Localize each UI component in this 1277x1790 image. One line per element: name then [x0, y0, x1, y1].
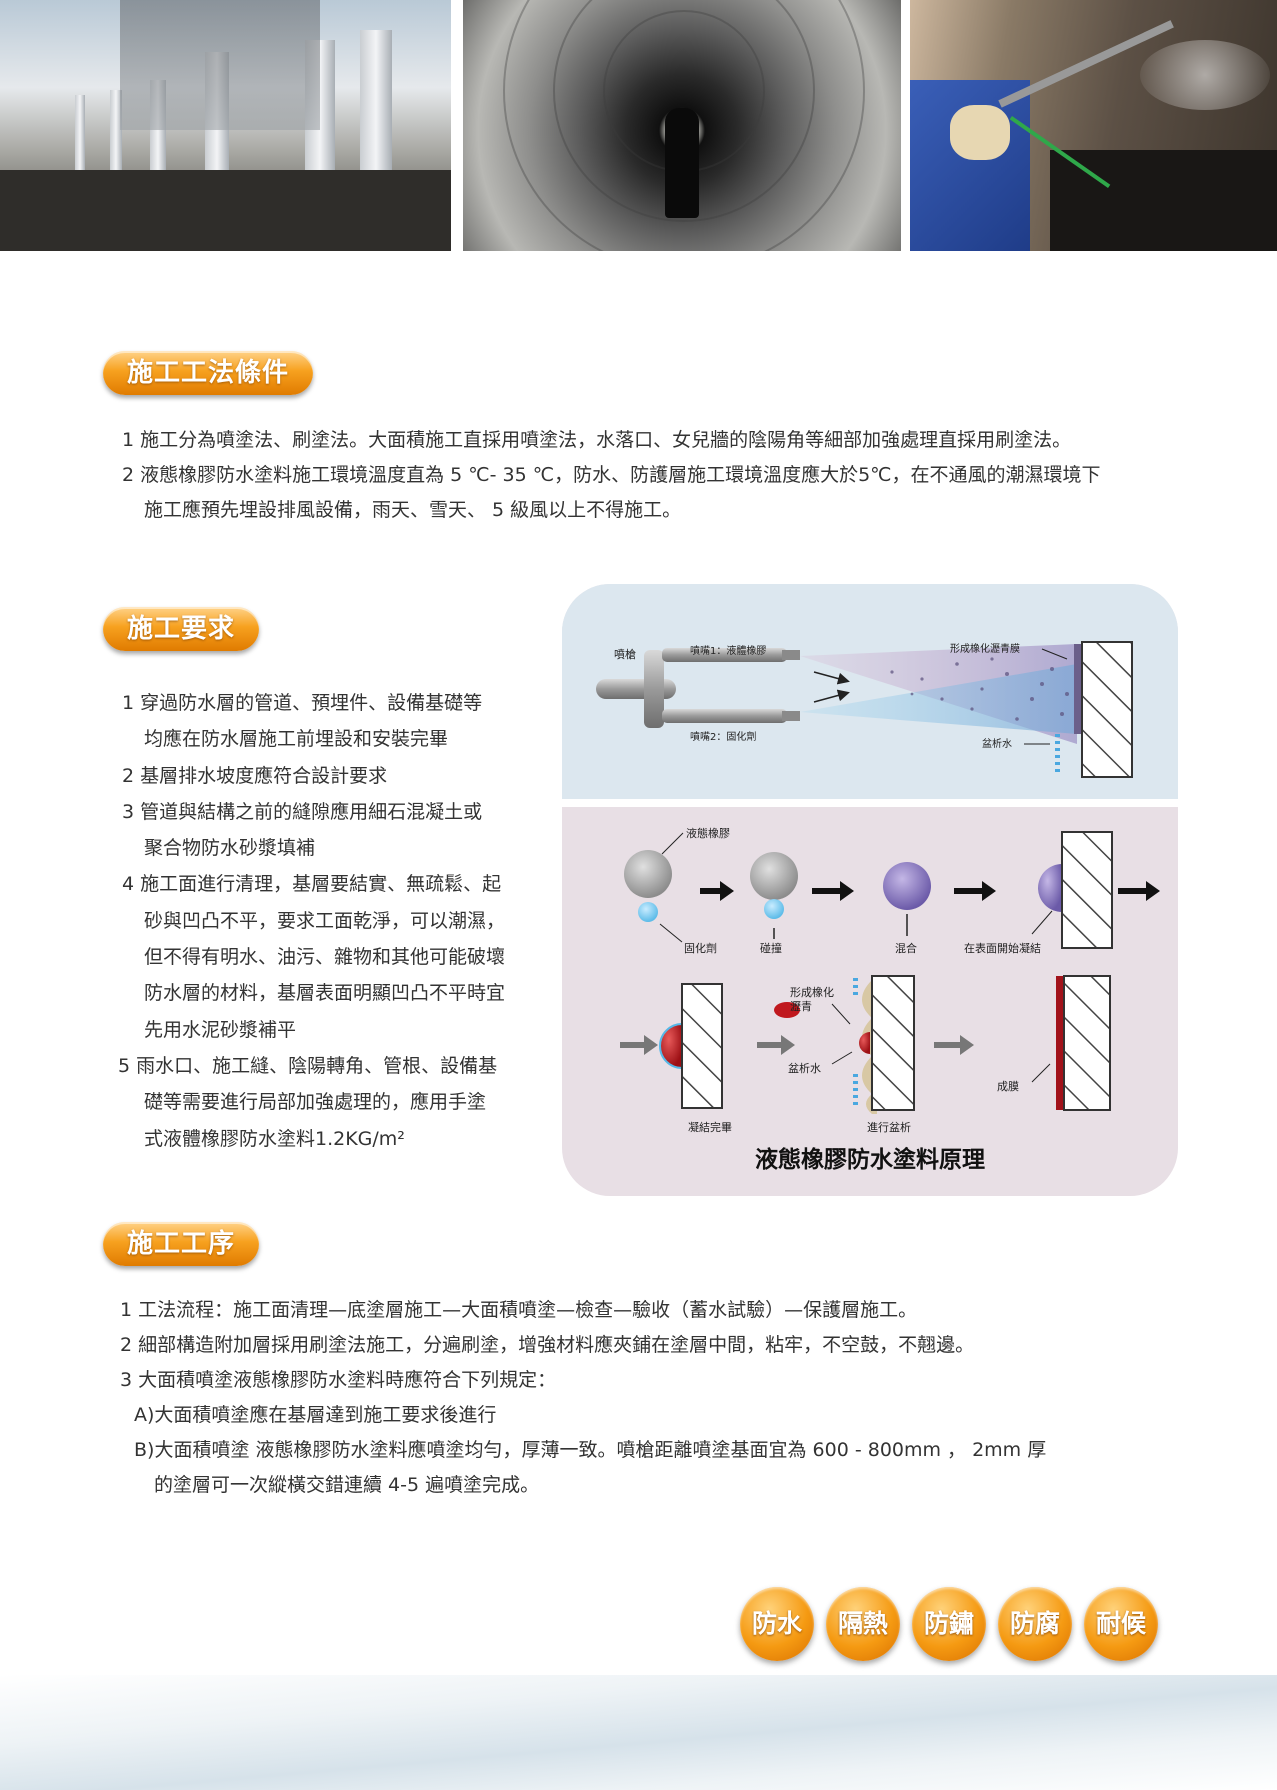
tag-weather-resistant: 耐候 — [1084, 1587, 1158, 1661]
tag-anti-rust: 防鏽 — [912, 1587, 986, 1661]
principle-diagram: 噴槍 噴嘴1：液體橡膠 噴嘴2：固化劑 形成橡化瀝青膜 盆析水 液態橡膠 固化劑… — [562, 584, 1178, 1196]
process-line-1: 1 工法流程：施工面清理—底塗層施工—大面積噴塗—檢查—驗收（蓄水試驗）—保護層… — [120, 1299, 918, 1321]
label-liquid-rubber: 液態橡膠 — [686, 826, 730, 840]
req-line-5: 聚合物防水砂漿填補 — [144, 837, 316, 860]
label-condensing: 在表面開始凝結 — [964, 941, 1041, 955]
label-mixing: 混合 — [895, 941, 917, 955]
conditions-line-2: 2 液態橡膠防水塗料施工環境溫度直為 5 ℃- 35 ℃，防水、防護層施工環境溫… — [122, 464, 1101, 486]
process-line-4: A)大面積噴塗應在基層達到施工要求後進行 — [134, 1404, 497, 1426]
label-film: 形成橡化瀝青膜 — [950, 642, 1020, 655]
principle-diagram-svg: 噴槍 噴嘴1：液體橡膠 噴嘴2：固化劑 形成橡化瀝青膜 盆析水 液態橡膠 固化劑… — [562, 584, 1178, 1173]
req-line-11: 5 雨水口、施工縫、陰陽轉角、管根、設備基 — [118, 1054, 498, 1077]
label-gun: 噴槍 — [614, 647, 636, 661]
section-title-process: 施工工序 — [103, 1222, 260, 1266]
photo-rooftop-pillars — [0, 0, 451, 251]
label-done: 凝結完畢 — [688, 1120, 732, 1134]
label-separating: 進行盆析 — [867, 1120, 911, 1134]
label-form-line-1: 形成橡化 — [790, 985, 834, 999]
section-title-conditions: 施工工法條件 — [103, 351, 314, 395]
req-line-7: 砂與凹凸不平，要求工面乾淨，可以潮濕， — [144, 909, 506, 932]
process-line-6: 的塗層可一次縱橫交錯連續 4-5 遍噴塗完成。 — [154, 1474, 540, 1496]
req-line-8: 但不得有明水、油污、雜物和其他可能破壞 — [144, 946, 506, 969]
photo-pipe-tunnel — [463, 0, 901, 251]
conditions-line-1: 1 施工分為噴塗法、刷塗法。大面積施工直採用噴塗法，水落口、女兒牆的陰陽角等細部… — [122, 429, 1072, 451]
conditions-line-3: 施工應預先埋設排風設備，雨天、雪天、 5 級風以上不得施工。 — [144, 499, 682, 521]
req-line-6: 4 施工面進行清理，基層要結實、無疏鬆、起 — [122, 873, 502, 896]
label-filmed: 成膜 — [997, 1080, 1019, 1093]
req-line-13: 式液體橡膠防水塗料1.2KG/m² — [144, 1127, 405, 1150]
label-form-line-2: 瀝青 — [790, 1000, 812, 1013]
label-collision: 碰撞 — [760, 941, 782, 955]
diagram-title: 液態橡膠防水塗料原理 — [755, 1146, 985, 1173]
section-title-requirements: 施工要求 — [103, 607, 260, 651]
req-line-1: 1 穿過防水層的管道、預埋件、設備基礎等 — [122, 692, 483, 714]
process-line-5: B)大面積噴塗 液態橡膠防水塗料應噴塗均勻，厚薄一致。噴槍距離噴塗基面宜為 60… — [134, 1439, 1047, 1461]
req-line-10: 先用水泥砂漿補平 — [144, 1018, 297, 1041]
photo-spray-application — [910, 0, 1277, 251]
label-nozzle-1: 噴嘴1：液體橡膠 — [690, 644, 766, 657]
footer-wave — [0, 1675, 1277, 1790]
tag-insulation: 隔熱 — [826, 1587, 900, 1661]
label-curing-agent: 固化劑 — [684, 941, 717, 955]
process-text: 1 工法流程：施工面清理—底塗層施工—大面積噴塗—檢查—驗收（蓄水試驗）—保護層… — [120, 1293, 1046, 1503]
req-line-4: 3 管道與結構之前的縫隙應用細石混凝土或 — [122, 800, 483, 823]
label-water-bottom: 盆析水 — [788, 1061, 821, 1075]
tag-anti-corrosion: 防腐 — [998, 1587, 1072, 1661]
req-line-12: 礎等需要進行局部加強處理的，應用手塗 — [144, 1091, 487, 1114]
req-line-3: 2 基層排水坡度應符合設計要求 — [122, 764, 388, 787]
req-line-2: 均應在防水層施工前埋設和安裝完畢 — [144, 728, 449, 751]
tag-waterproof: 防水 — [740, 1587, 814, 1661]
label-nozzle-2: 噴嘴2：固化劑 — [690, 730, 756, 743]
conditions-text: 1 施工分為噴塗法、刷塗法。大面積施工直採用噴塗法，水落口、女兒牆的陰陽角等細部… — [122, 423, 1101, 528]
process-line-2: 2 細部構造附加層採用刷塗法施工，分遍刷塗，增強材料應夾鋪在塗層中間，粘牢，不空… — [120, 1334, 975, 1356]
req-line-9: 防水層的材料，基層表面明顯凹凸不平時宜 — [144, 982, 506, 1005]
label-water-top: 盆析水 — [982, 737, 1012, 750]
process-line-3: 3 大面積噴塗液態橡膠防水塗料時應符合下列規定： — [120, 1369, 557, 1391]
requirements-list: 1 穿過防水層的管道、預埋件、設備基礎等 均應在防水層施工前埋設和安裝完畢 2 … — [118, 685, 542, 1157]
